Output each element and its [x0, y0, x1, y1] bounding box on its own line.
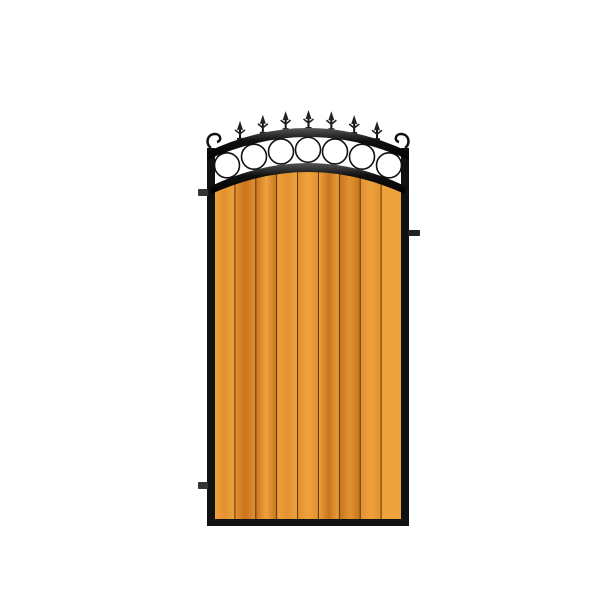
wood-plank	[276, 167, 298, 520]
inner-arch	[211, 163, 405, 194]
finial-spear	[259, 114, 266, 124]
finial-spear	[374, 121, 380, 131]
top-arch	[207, 128, 409, 160]
finial-collar	[371, 129, 383, 136]
left-scroll	[206, 132, 222, 150]
finial-spear	[351, 115, 358, 125]
wood-plank	[297, 167, 319, 520]
finial-collar	[280, 119, 292, 126]
finial-collar	[325, 119, 337, 126]
finial-spear	[328, 111, 335, 121]
bottom-hinge	[198, 482, 208, 489]
finial-collar	[234, 129, 246, 135]
ring	[267, 138, 295, 165]
wood-plank	[381, 167, 402, 520]
finial-spear	[237, 120, 243, 130]
finial-spear	[282, 111, 289, 121]
right-scroll	[394, 132, 410, 150]
ring	[375, 152, 403, 179]
left-post	[207, 148, 215, 526]
ring	[321, 138, 349, 165]
ring	[294, 136, 322, 164]
wood-plank	[360, 167, 382, 520]
wood-plank	[339, 167, 361, 520]
wood-plank	[255, 167, 277, 520]
right-post	[401, 148, 409, 526]
top-hinge	[198, 189, 208, 196]
ring	[348, 143, 376, 170]
bottom-rail	[207, 519, 409, 526]
ring	[240, 143, 268, 170]
wood-plank	[234, 167, 256, 520]
ring	[213, 152, 241, 179]
wood-plank	[318, 167, 340, 520]
finial-spear	[305, 110, 312, 120]
wood-panel	[214, 167, 402, 520]
finial-collar	[303, 118, 314, 125]
wood-plank	[214, 167, 235, 520]
finial-collar	[257, 123, 269, 129]
finial-collar	[348, 123, 360, 130]
latch	[408, 230, 420, 236]
iron-frame	[198, 128, 420, 526]
